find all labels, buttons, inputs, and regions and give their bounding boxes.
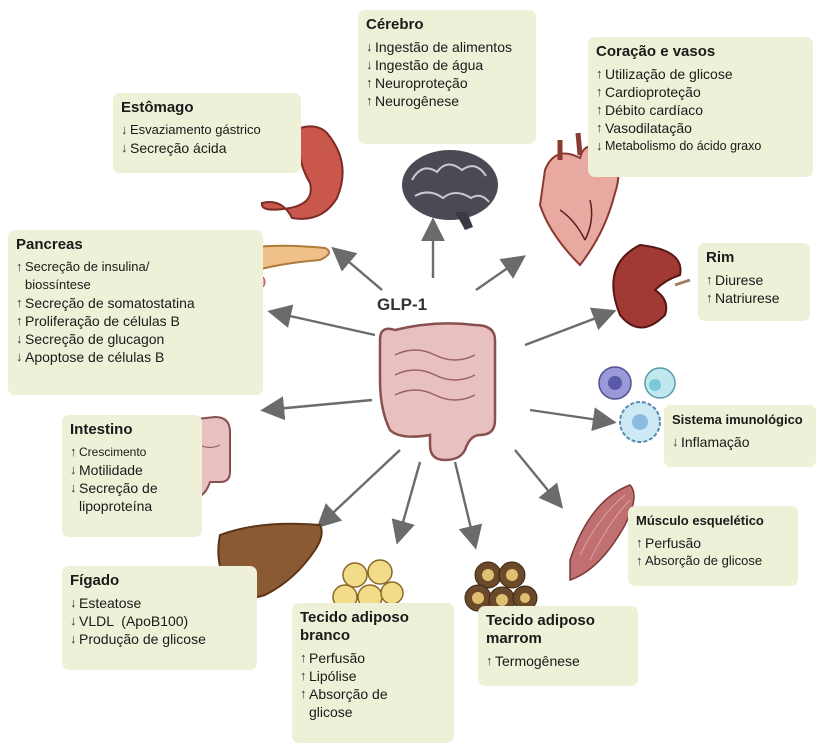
item-pancreas-0-cont: biossíntese — [16, 276, 255, 294]
box-cerebro: Cérebro ↓Ingestão de alimentos ↓Ingestão… — [358, 10, 536, 144]
title-imune: Sistema imunológico — [672, 411, 808, 429]
box-musculo: Músculo esquelético ↑Perfusão ↑Absorção … — [628, 506, 798, 586]
item-pancreas-4: ↓Apoptose de células B — [16, 348, 255, 366]
brain-icon — [402, 150, 498, 230]
box-imune: Sistema imunológico ↓Inflamação — [664, 405, 816, 467]
item-musculo-0: ↑Perfusão — [636, 534, 790, 552]
item-figado-2: ↓Produção de glicose — [70, 630, 249, 648]
item-pancreas-3: ↓Secreção de glucagon — [16, 330, 255, 348]
box-figado: Fígado ↓Esteatose ↓VLDL (ApoB100) ↓Produ… — [62, 566, 257, 670]
item-estomago-0: ↓Esvaziamento gástrico — [121, 121, 293, 139]
item-coracao-1: ↑Cardioproteção — [596, 83, 805, 101]
item-marrom-0: ↑Termogênese — [486, 652, 630, 670]
item-rim-0: ↑Diurese — [706, 271, 802, 289]
item-coracao-2: ↑Débito cardíaco — [596, 101, 805, 119]
item-pancreas-0: ↑Secreção de insulina/ — [16, 258, 255, 276]
item-rim-1: ↑Natriurese — [706, 289, 802, 307]
title-branco: Tecido adiposo branco — [300, 609, 440, 645]
title-coracao: Coração e vasos — [596, 43, 805, 61]
title-figado: Fígado — [70, 572, 249, 590]
item-cerebro-3: ↑Neurogênese — [366, 92, 528, 110]
item-branco-0: ↑Perfusão — [300, 649, 446, 667]
item-imune-0: ↓Inflamação — [672, 433, 808, 451]
item-intestino-2: ↓Secreção de — [70, 479, 194, 497]
item-intestino-2-cont: lipoproteína — [70, 497, 194, 515]
item-pancreas-2: ↑Proliferação de células B — [16, 312, 255, 330]
item-coracao-4: ↓Metabolismo do ácido graxo — [596, 137, 805, 155]
item-pancreas-1: ↑Secreção de somatostatina — [16, 294, 255, 312]
item-cerebro-1: ↓Ingestão de água — [366, 56, 528, 74]
box-rim: Rim ↑Diurese ↑Natriurese — [698, 243, 810, 321]
title-marrom: Tecido adiposo marrom — [486, 612, 626, 648]
item-figado-0: ↓Esteatose — [70, 594, 249, 612]
kidney-icon — [613, 245, 690, 328]
title-rim: Rim — [706, 249, 802, 267]
item-intestino-0: ↑Crescimento — [70, 443, 194, 461]
item-branco-2-cont: glicose — [300, 703, 446, 721]
title-musculo: Músculo esquelético — [636, 512, 790, 530]
item-musculo-1: ↑Absorção de glicose — [636, 552, 790, 570]
box-pancreas: Pancreas ↑Secreção de insulina/ biossínt… — [8, 230, 263, 395]
item-figado-1: ↓VLDL (ApoB100) — [70, 612, 249, 630]
item-intestino-1: ↓Motilidade — [70, 461, 194, 479]
box-intestino: Intestino ↑Crescimento ↓Motilidade ↓Secr… — [62, 415, 202, 537]
title-cerebro: Cérebro — [366, 16, 528, 34]
item-cerebro-0: ↓Ingestão de alimentos — [366, 38, 528, 56]
box-branco: Tecido adiposo branco ↑Perfusão ↑Lipólis… — [292, 603, 454, 743]
item-estomago-1: ↓Secreção ácida — [121, 139, 293, 157]
item-branco-2: ↑Absorção de — [300, 685, 446, 703]
muscle-icon — [570, 485, 634, 580]
glp1-label: GLP-1 — [377, 295, 427, 315]
item-branco-1: ↑Lipólise — [300, 667, 446, 685]
title-pancreas: Pancreas — [16, 236, 255, 254]
title-intestino: Intestino — [70, 421, 194, 439]
box-estomago: Estômago ↓Esvaziamento gástrico ↓Secreçã… — [113, 93, 301, 173]
box-coracao: Coração e vasos ↑Utilização de glicose ↑… — [588, 37, 813, 177]
intestine-icon — [380, 323, 495, 460]
title-estomago: Estômago — [121, 99, 293, 117]
box-marrom: Tecido adiposo marrom ↑Termogênese — [478, 606, 638, 686]
item-coracao-3: ↑Vasodilatação — [596, 119, 805, 137]
item-coracao-0: ↑Utilização de glicose — [596, 65, 805, 83]
white-adipose-icon — [333, 560, 403, 609]
item-cerebro-2: ↑Neuroproteção — [366, 74, 528, 92]
